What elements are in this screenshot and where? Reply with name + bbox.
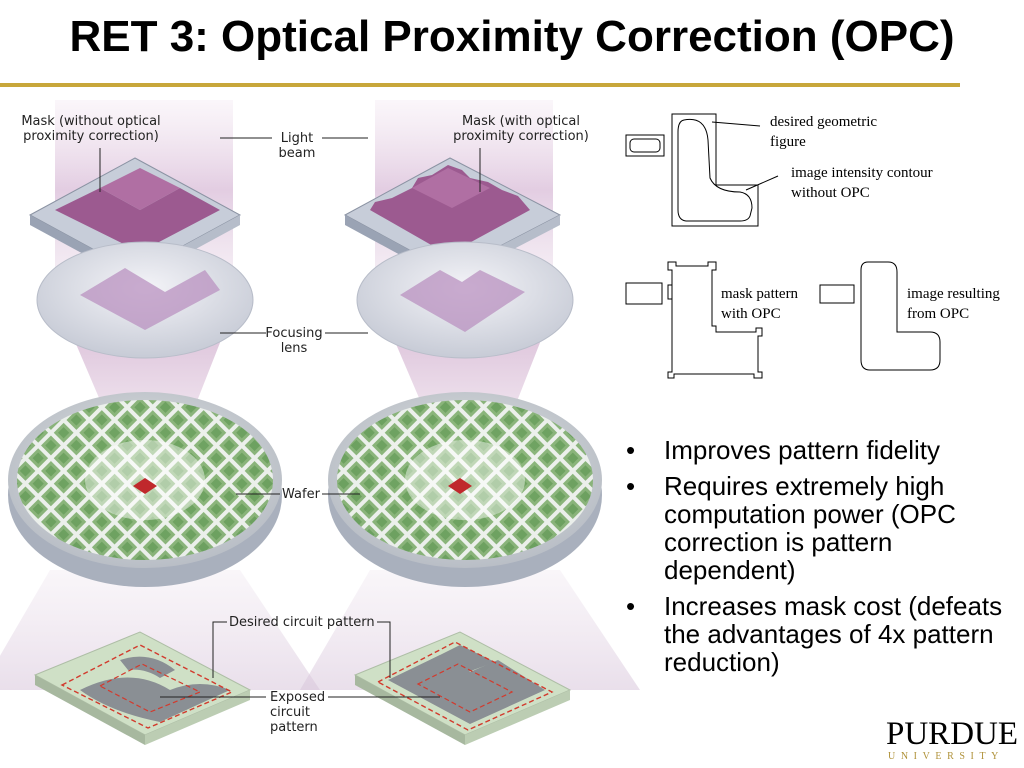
left-wafer: [8, 392, 282, 587]
bullet-icon: •: [626, 471, 636, 501]
exposed-circuit-pattern-label: Exposed circuit pattern: [270, 690, 326, 735]
mask-with-opc-label: Mask (with optical proximity correction): [453, 114, 589, 144]
opc-geometry-diagram: [625, 113, 941, 379]
bullet-item: •Increases mask cost (defeats the advant…: [626, 591, 1003, 677]
left-focusing-lens: [36, 241, 254, 359]
left-circuit-plate: [33, 631, 252, 745]
desired-figure-label: desired geometric figure: [770, 114, 878, 150]
logo-subtitle: UNIVERSITY: [888, 751, 1004, 762]
right-circuit-plate: [353, 631, 572, 745]
leader-lines: [99, 137, 481, 698]
right-wafer: [328, 392, 602, 587]
mask-pattern-label: mask pattern with OPC: [721, 286, 799, 322]
bullet-item: •Improves pattern fidelity: [626, 435, 941, 465]
title-underline: [0, 83, 960, 87]
wafer-label: Wafer: [282, 487, 320, 502]
light-beam-label: Light beam: [278, 131, 316, 161]
logo-wordmark: PURDUE: [886, 716, 1019, 752]
bullet-icon: •: [626, 435, 636, 465]
slide-title: RET 3: Optical Proximity Correction (OPC…: [69, 12, 955, 61]
intensity-contour-label: image intensity contour without OPC: [791, 165, 933, 201]
bullet-icon: •: [626, 591, 636, 621]
bullet-list: •Improves pattern fidelity •Requires ext…: [622, 436, 1012, 684]
image-resulting-label: image resulting from OPC: [907, 286, 1000, 322]
mask-without-opc-label: Mask (without optical proximity correcti…: [21, 114, 161, 144]
bullet-item: •Requires extremely high computation pow…: [626, 471, 956, 585]
purdue-logo: PURDUE UNIVERSITY: [886, 716, 1019, 763]
right-focusing-lens: [356, 241, 574, 359]
desired-circuit-pattern-label: Desired circuit pattern: [229, 615, 375, 630]
focusing-lens-label: Focusing lens: [265, 326, 323, 356]
